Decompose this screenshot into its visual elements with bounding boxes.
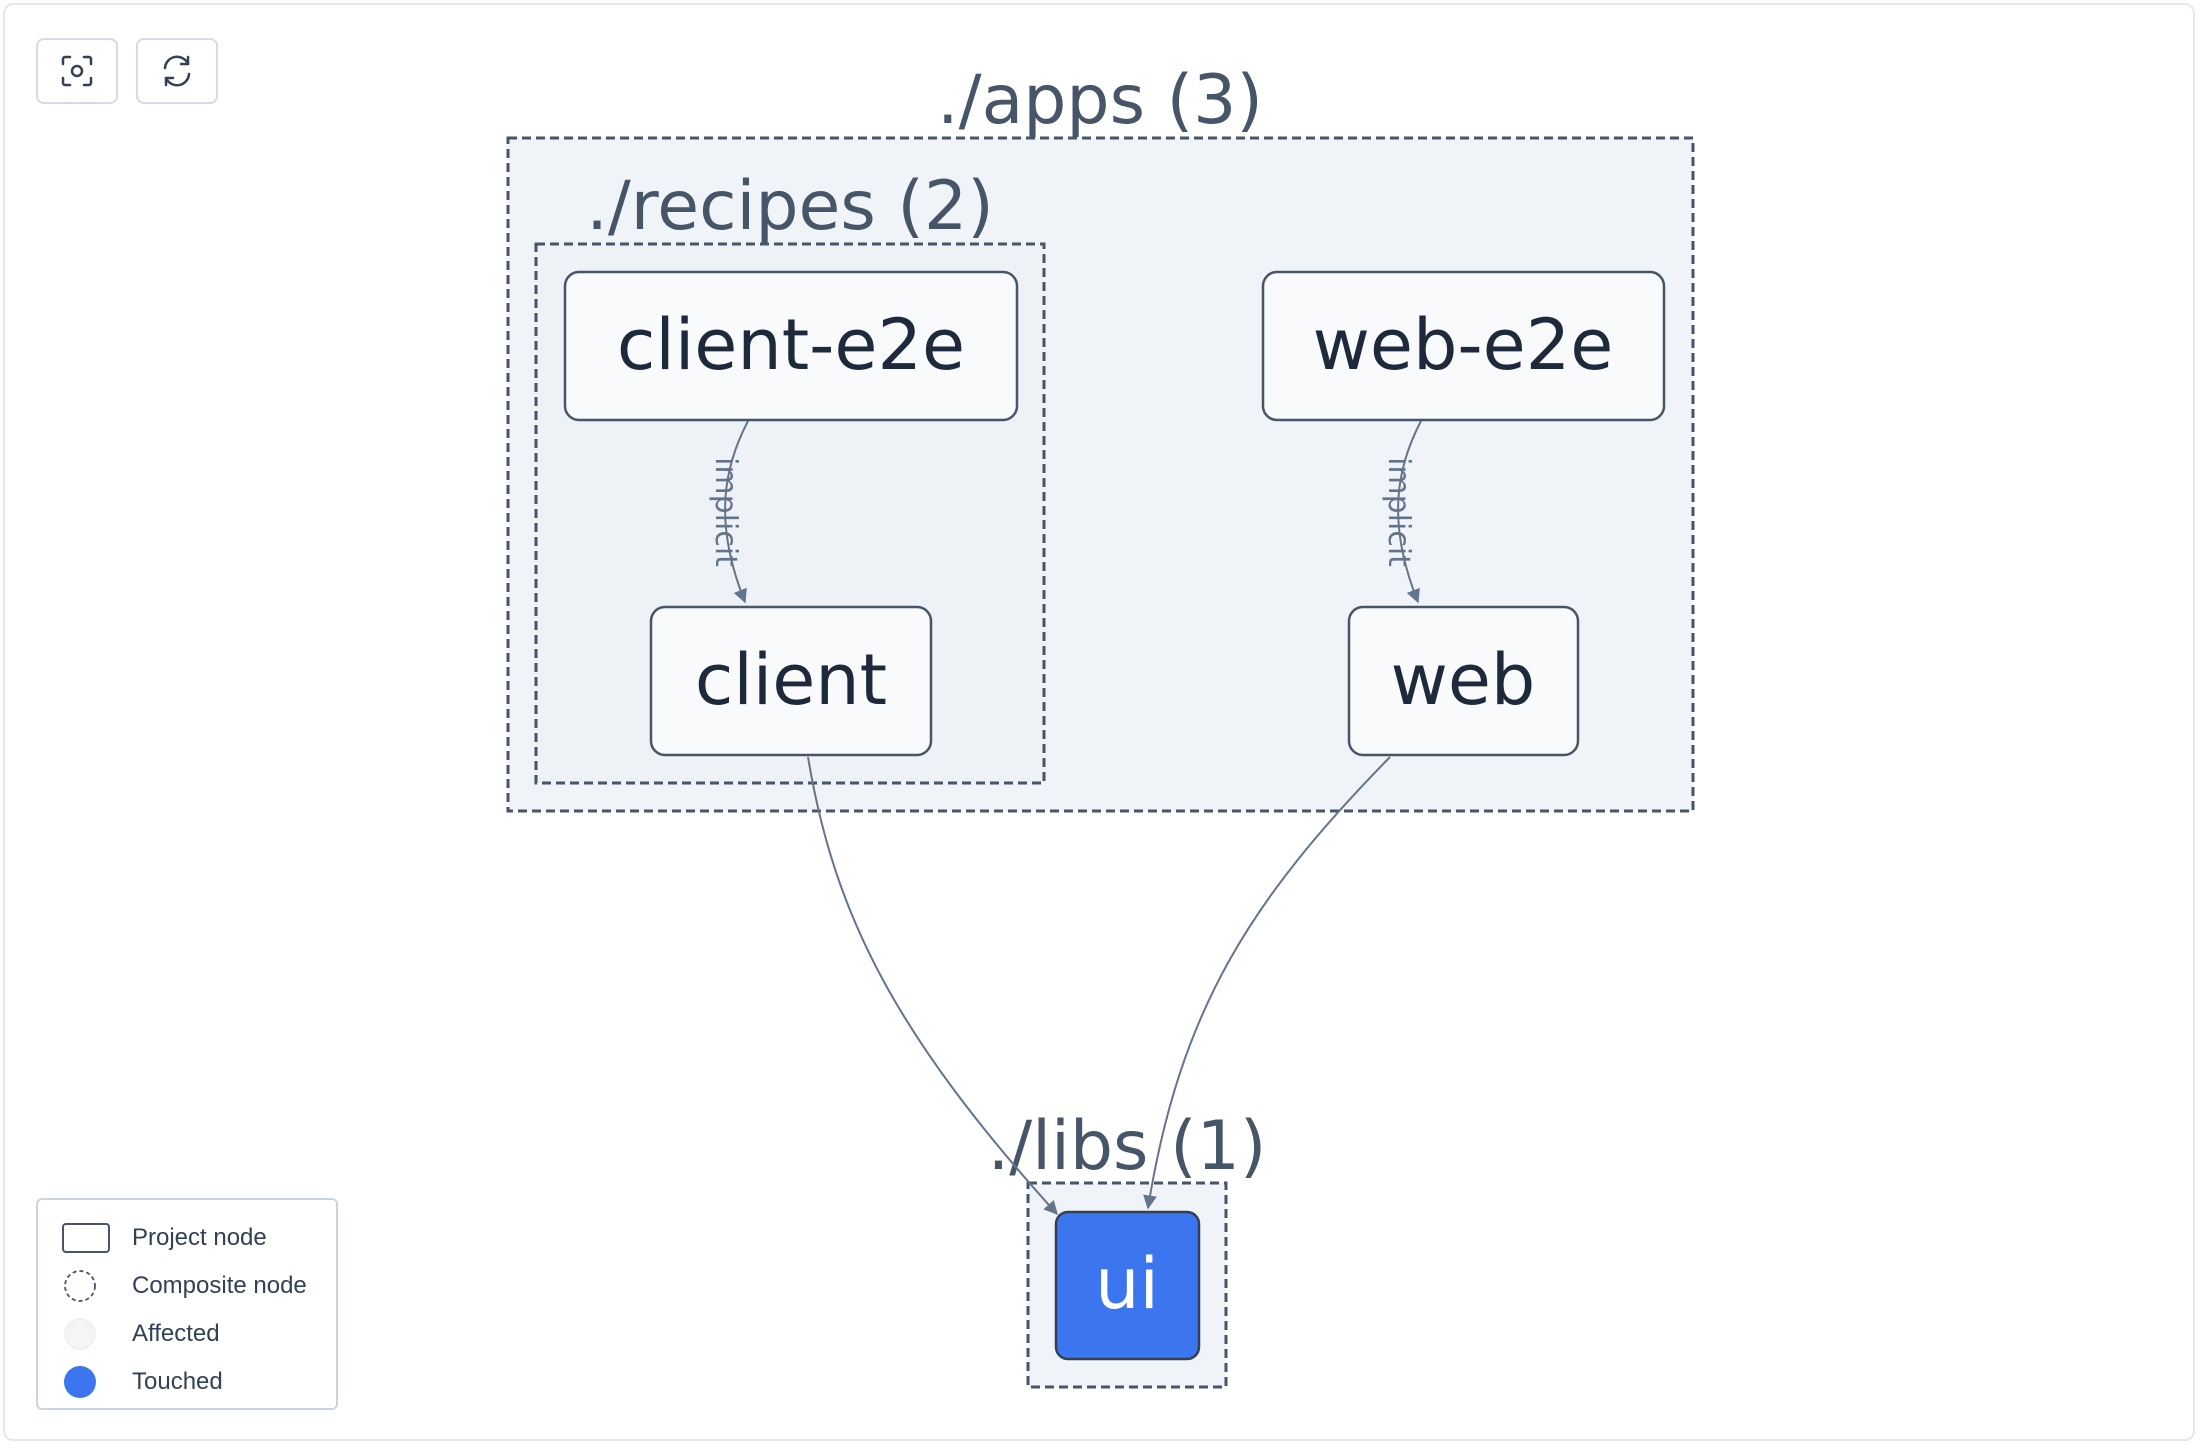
- node-client[interactable]: client: [649, 605, 933, 757]
- legend-label-affected: Affected: [132, 1320, 220, 1347]
- edge-web-e2e-to-web[interactable]: [1397, 420, 1422, 604]
- node-web-e2e-label: web-e2e: [1313, 304, 1614, 386]
- legend-item-project-node: Project node: [62, 1214, 336, 1262]
- edge-label-implicit-client: implicit: [708, 457, 743, 567]
- legend-item-touched: Touched: [62, 1358, 336, 1406]
- legend-item-composite-node: Composite node: [62, 1262, 336, 1310]
- legend-item-affected: Affected: [62, 1310, 336, 1358]
- legend-label-composite-node: Composite node: [132, 1272, 307, 1299]
- touched-icon: [64, 1366, 96, 1398]
- node-web[interactable]: web: [1347, 605, 1580, 757]
- focus-icon: [61, 55, 93, 87]
- node-client-label: client: [695, 639, 887, 721]
- composite-node-icon: [64, 1270, 96, 1302]
- edge-web-to-ui[interactable]: [1143, 756, 1391, 1210]
- edge-client-e2e-to-client[interactable]: [724, 420, 749, 604]
- node-ui[interactable]: ui: [1054, 1210, 1201, 1361]
- group-recipes-label: ./recipes (2): [586, 167, 993, 246]
- node-web-e2e[interactable]: web-e2e: [1261, 270, 1666, 422]
- fit-view-button[interactable]: [36, 38, 118, 104]
- affected-icon: [64, 1318, 96, 1350]
- group-libs-label: ./libs (1): [988, 1107, 1267, 1186]
- edge-label-implicit-web: implicit: [1381, 457, 1416, 567]
- refresh-icon: [163, 55, 191, 87]
- group-apps-label: ./apps (3): [937, 61, 1263, 140]
- node-ui-label: ui: [1095, 1243, 1159, 1325]
- node-client-e2e-label: client-e2e: [617, 304, 965, 386]
- legend-label-touched: Touched: [132, 1368, 223, 1395]
- legend: Project node Composite node Affected Tou…: [36, 1198, 338, 1410]
- legend-label-project-node: Project node: [132, 1224, 267, 1251]
- project-node-icon: [62, 1223, 110, 1253]
- edge-client-to-ui[interactable]: [807, 756, 1058, 1216]
- refresh-layout-button[interactable]: [136, 38, 218, 104]
- node-client-e2e[interactable]: client-e2e: [563, 270, 1019, 422]
- node-web-label: web: [1391, 639, 1536, 721]
